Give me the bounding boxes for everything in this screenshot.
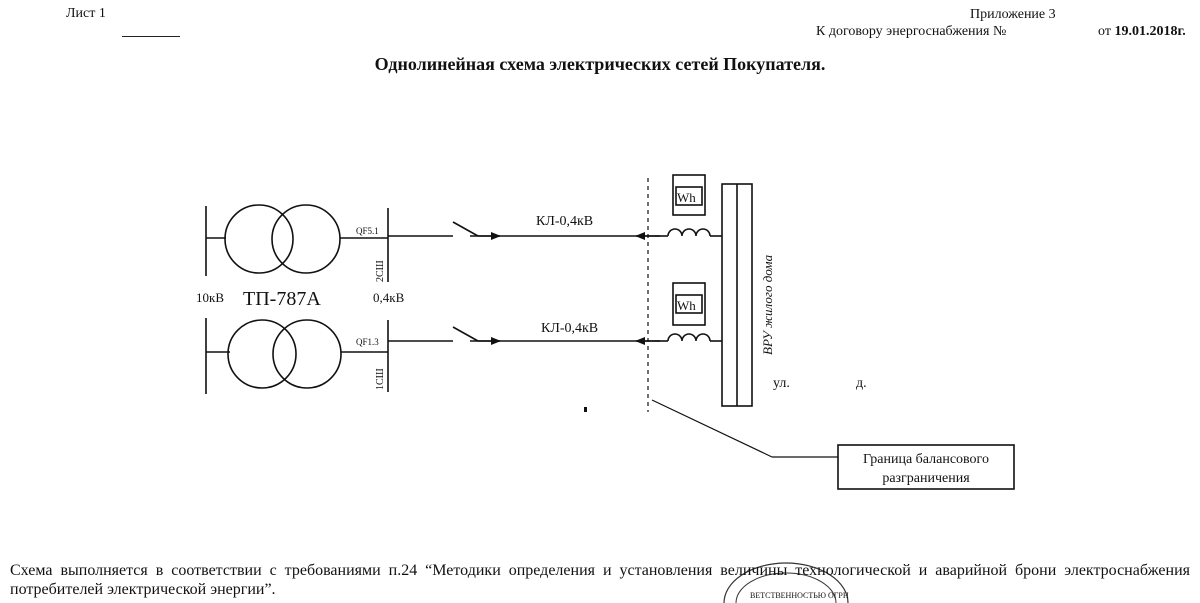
substation-label: ТП-787А xyxy=(243,288,321,310)
sheet-number-underline xyxy=(122,36,180,37)
cable-bottom-label: КЛ-0,4кВ xyxy=(541,321,598,336)
lv-voltage-label: 0,4кВ xyxy=(373,290,405,305)
vru-label: ВРУ жилого дома xyxy=(760,254,775,355)
seal-stamp: ВЕТСТВЕННОСТЬЮ ОГРН xyxy=(723,562,849,603)
appendix-label: Приложение 3 xyxy=(970,7,1056,22)
meter-top-box xyxy=(672,174,706,216)
footer-note: Схема выполняется в соответствии с требо… xyxy=(10,562,1190,598)
meter-bottom-label: Wh xyxy=(677,298,696,313)
breaker-top-label: QF5.1 xyxy=(356,226,379,236)
house-label: д. xyxy=(856,376,867,391)
date-value: 19.01.2018г. xyxy=(1114,24,1186,39)
svg-text:ВЕТСТВЕННОСТЬЮ ОГРН: ВЕТСТВЕННОСТЬЮ ОГРН xyxy=(750,591,849,600)
switch-top-blade xyxy=(452,221,479,237)
contract-label: К договору энергоснабжения № xyxy=(816,24,1007,39)
meter-top-label: Wh xyxy=(677,190,696,205)
transformer-top-secondary-winding xyxy=(271,204,341,274)
current-transformer-bottom-icon xyxy=(655,333,722,342)
section-bottom-label: 1СШ xyxy=(375,368,386,390)
switch-bottom-blade xyxy=(452,326,479,342)
sheet-label: Лист 1 xyxy=(66,6,106,21)
street-label: ул. xyxy=(773,376,790,391)
boundary-leader-line xyxy=(651,399,773,458)
boundary-label-line1: Граница балансового xyxy=(863,452,989,467)
current-transformer-top-icon xyxy=(655,228,722,237)
transformer-top-primary-winding xyxy=(224,204,294,274)
boundary-label-line2: разграничения xyxy=(882,471,970,486)
contract-date: от 19.01.2018г. xyxy=(1098,24,1186,40)
meter-bottom-display xyxy=(675,294,703,314)
cable-top-label: КЛ-0,4кВ xyxy=(536,214,593,229)
scan-dot xyxy=(584,407,587,412)
date-prefix: от xyxy=(1098,24,1115,39)
meter-bottom-box xyxy=(672,282,706,326)
page-title: Однолинейная схема электрических сетей П… xyxy=(374,54,826,74)
boundary-label-box xyxy=(837,444,1015,490)
transformer-bottom-primary-winding xyxy=(227,319,297,389)
transformer-bottom-secondary-winding xyxy=(272,319,342,389)
section-top-label: 2СШ xyxy=(375,260,386,282)
breaker-bottom-label: QF1.3 xyxy=(356,337,379,347)
hv-voltage-label: 10кВ xyxy=(196,290,224,305)
meter-top-display xyxy=(675,186,703,206)
